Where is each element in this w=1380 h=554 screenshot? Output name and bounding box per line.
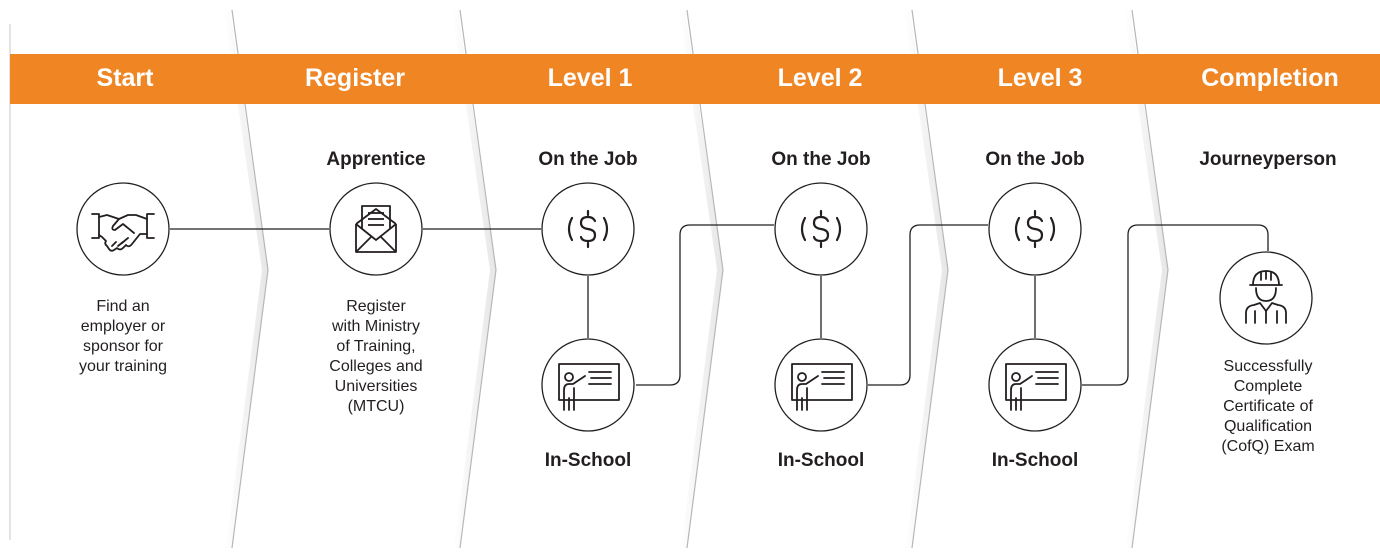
envelope-letter-icon: [329, 182, 423, 276]
teacher-whiteboard-icon: [541, 338, 635, 432]
connector-level2-level3: [868, 224, 988, 386]
stage-title-register: Register: [304, 64, 406, 92]
dollar-coin-icon: [774, 182, 868, 276]
level-1-in-school-label: In-School: [544, 450, 632, 471]
completion-subtitle: Journeyperson: [1199, 149, 1337, 170]
level-1-on-the-job-label: On the Job: [538, 149, 638, 170]
connector-level1-level2: [636, 224, 774, 386]
stage-title-level-1: Level 1: [547, 64, 633, 92]
completion-description: Successfully Complete Certificate of Qua…: [1221, 358, 1315, 455]
teacher-whiteboard-icon: [774, 338, 868, 432]
stage-title-level-3: Level 3: [997, 64, 1083, 92]
stage-title-completion: Completion: [1201, 64, 1339, 92]
orange-header-band: [10, 54, 1380, 104]
connector-level3-completion: [1082, 224, 1269, 386]
stage-title-level-2: Level 2: [777, 64, 863, 92]
stage-title-start: Start: [96, 64, 154, 92]
start-description: Find an employer or sponsor for your tra…: [78, 298, 168, 375]
level-2-in-school-label: In-School: [777, 450, 865, 471]
level-3-in-school-label: In-School: [991, 450, 1079, 471]
level-2-on-the-job-label: On the Job: [771, 149, 871, 170]
teacher-whiteboard-icon: [988, 338, 1082, 432]
handshake-icon: [76, 182, 170, 276]
register-subtitle: Apprentice: [326, 149, 426, 170]
register-description: Register with Ministry of Training, Coll…: [329, 298, 423, 415]
dollar-coin-icon: [541, 182, 635, 276]
flow-connectors: [170, 224, 1269, 386]
hardhat-worker-icon: [1219, 251, 1313, 345]
level-3-on-the-job-label: On the Job: [985, 149, 1085, 170]
dollar-coin-icon: [988, 182, 1082, 276]
